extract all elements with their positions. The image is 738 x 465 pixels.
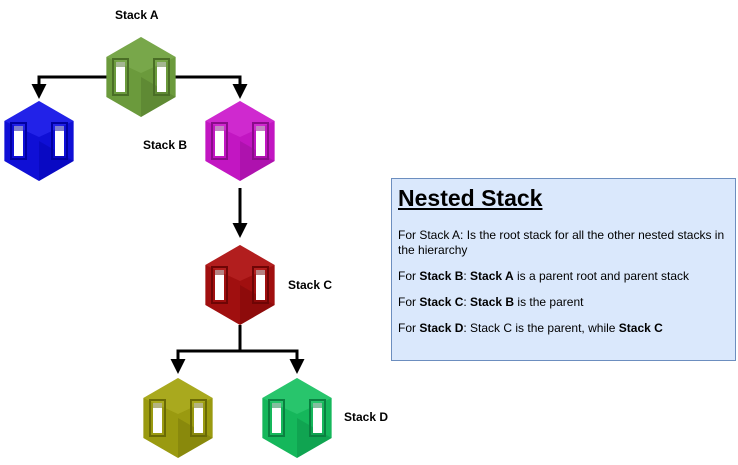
info-run: Stack B bbox=[419, 269, 464, 283]
connector-c-to-d bbox=[240, 349, 305, 374]
info-run: Stack B bbox=[470, 295, 515, 309]
info-line-0: For Stack A: Is the root stack for all t… bbox=[398, 228, 729, 258]
info-run: For bbox=[398, 321, 420, 335]
info-run: Stack C bbox=[419, 295, 464, 309]
stack-d-icon bbox=[262, 378, 332, 458]
info-run: is the parent bbox=[514, 295, 584, 309]
info-line-3: For Stack D: Stack C is the parent, whil… bbox=[398, 321, 729, 336]
stack-icons bbox=[4, 37, 332, 458]
stack-a-icon bbox=[106, 37, 176, 117]
nested-stack-info-box: Nested Stack For Stack A: Is the root st… bbox=[391, 178, 736, 361]
info-run: Stack A bbox=[470, 269, 514, 283]
info-run: For bbox=[398, 295, 420, 309]
info-line-1: For Stack B: Stack A is a parent root an… bbox=[398, 269, 729, 284]
info-run: : bbox=[463, 295, 471, 309]
info-run: For bbox=[398, 269, 420, 283]
label-stack-d: Stack D bbox=[344, 410, 389, 424]
info-run: : Stack C is the parent, while bbox=[463, 321, 619, 335]
info-lines: For Stack A: Is the root stack for all t… bbox=[398, 228, 729, 336]
info-run: Stack C bbox=[618, 321, 663, 335]
info-line-2: For Stack C: Stack B is the parent bbox=[398, 295, 729, 310]
info-run: : bbox=[463, 269, 471, 283]
connector-c-to-e bbox=[170, 325, 242, 374]
stack-left-icon bbox=[4, 101, 74, 181]
label-stack-a: Stack A bbox=[115, 8, 159, 22]
info-title: Nested Stack bbox=[398, 185, 543, 211]
info-run: is a parent root and parent stack bbox=[513, 269, 690, 283]
label-stack-c: Stack C bbox=[288, 278, 333, 292]
stack-e-icon bbox=[143, 378, 213, 458]
info-run: For Stack A: Is the root stack for all t… bbox=[398, 228, 725, 257]
stack-b-icon bbox=[205, 101, 275, 181]
stack-c-icon bbox=[205, 245, 275, 325]
label-stack-b: Stack B bbox=[143, 138, 188, 152]
info-run: Stack D bbox=[419, 321, 464, 335]
